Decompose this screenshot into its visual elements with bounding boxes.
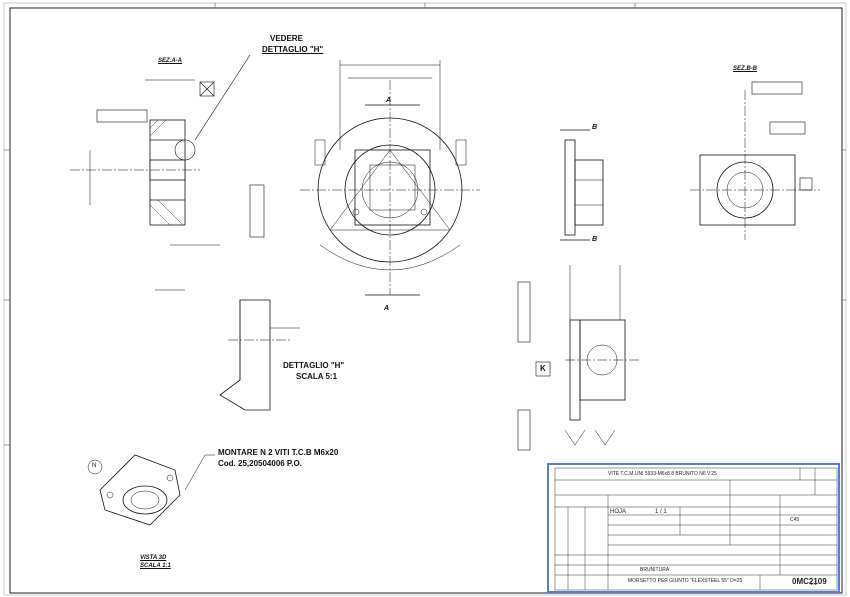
scale-value: 1:1 [810,581,817,587]
view-3d-label: VISTA 3D [140,555,167,561]
view-3d-scale: SCALA 1:1 [140,563,171,569]
front-view [300,60,480,296]
assembly-note: MONTARE N 2 VITI T.C.B M6x20 [218,448,339,457]
section-bb-view [690,81,820,240]
section-bb-label: SEZ.B-B [733,66,757,72]
bottom-right-view [517,265,640,451]
datum-k-label: K [540,364,546,373]
treatment-label: BRUNITURA [640,567,670,573]
flatness-callout-left [249,184,265,238]
section-marker-b-top: B [592,124,598,131]
screw-spec: VITE T.C.M.UNI 5933-M6x8.8 BRUNITO N6 V.… [608,471,717,477]
sheet-number: 1 / 1 [655,509,667,515]
material-value: C45 [790,517,800,523]
section-aa-view [70,54,251,291]
detail-h-title: DETTAGLIO "H" [283,361,345,370]
section-aa-label: SEZ.A-A [158,58,182,64]
assembly-code: Cod. 25,20504006 P.O. [218,459,302,468]
side-view-b [560,129,604,241]
sheet-label: HOJA [610,509,627,515]
title-block[interactable] [547,463,840,593]
part-number: 0MC2109 [792,577,827,586]
section-marker-a-top: A [386,97,392,104]
detail-h-view [219,299,300,411]
detail-reference-note: VEDERE [270,34,303,43]
detail-reference-note-2: DETTAGLIO "H" [262,45,324,54]
iso-3d-view [87,454,215,526]
section-marker-b-bottom: B [592,236,598,243]
balloon-n-label: N [92,463,97,469]
part-description: MORSETTO PER GIUNTO "FLEXSTEEL 55" D=25 [628,578,743,584]
section-marker-a-bottom: A [384,305,390,312]
detail-h-scale: SCALA 5:1 [296,372,338,381]
title-block-grid [554,467,838,591]
